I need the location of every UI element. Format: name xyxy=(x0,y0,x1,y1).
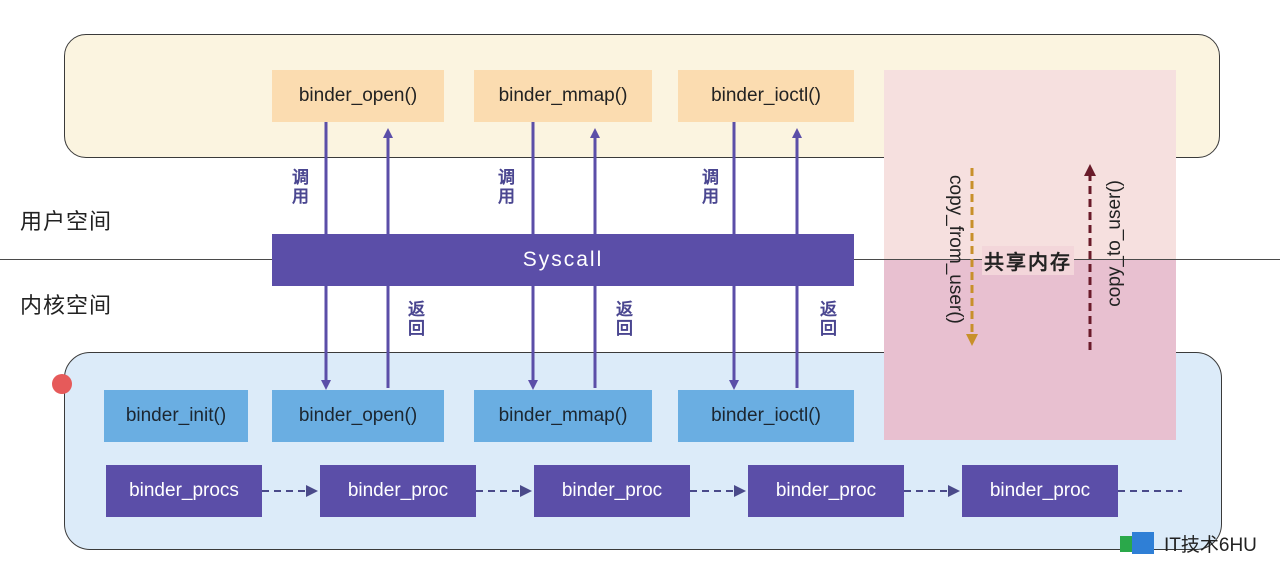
kernel-binder-open-box: binder_open() xyxy=(272,390,444,442)
binder-proc-box-1: binder_proc xyxy=(320,465,476,517)
watermark-logo-icon xyxy=(1120,532,1154,554)
kernel-binder-init-box: binder_init() xyxy=(104,390,248,442)
call-label-ioctl: 调用 xyxy=(699,168,718,206)
binder-procs-box: binder_procs xyxy=(106,465,262,517)
shared-memory-label: 共享内存 xyxy=(982,246,1074,275)
user-binder-mmap-box: binder_mmap() xyxy=(474,70,652,122)
call-label-open: 调用 xyxy=(289,168,308,206)
return-label-open: 返回 xyxy=(405,300,424,338)
shared-memory-user-region xyxy=(884,70,1176,260)
return-label-mmap: 返回 xyxy=(613,300,632,338)
binder-proc-box-2: binder_proc xyxy=(534,465,690,517)
kernel-binder-mmap-box: binder_mmap() xyxy=(474,390,652,442)
red-dot-marker xyxy=(52,374,72,394)
copy-to-user-label: copy_to_user() xyxy=(1104,180,1125,307)
user-space-label: 用户空间 xyxy=(20,209,113,234)
binder-proc-box-3: binder_proc xyxy=(748,465,904,517)
return-label-ioctl: 返回 xyxy=(817,300,836,338)
binder-proc-box-4: binder_proc xyxy=(962,465,1118,517)
watermark-text: IT技术6HU xyxy=(1164,534,1257,556)
call-label-mmap: 调用 xyxy=(495,168,514,206)
shared-memory-kernel-region xyxy=(884,260,1176,440)
watermark: IT技术6HU xyxy=(1118,528,1278,558)
copy-from-user-label: copy_from_user() xyxy=(945,175,966,324)
kernel-space-label: 内核空间 xyxy=(20,293,113,318)
kernel-binder-ioctl-box: binder_ioctl() xyxy=(678,390,854,442)
syscall-bar: Syscall xyxy=(272,234,854,286)
user-binder-ioctl-box: binder_ioctl() xyxy=(678,70,854,122)
user-binder-open-box: binder_open() xyxy=(272,70,444,122)
